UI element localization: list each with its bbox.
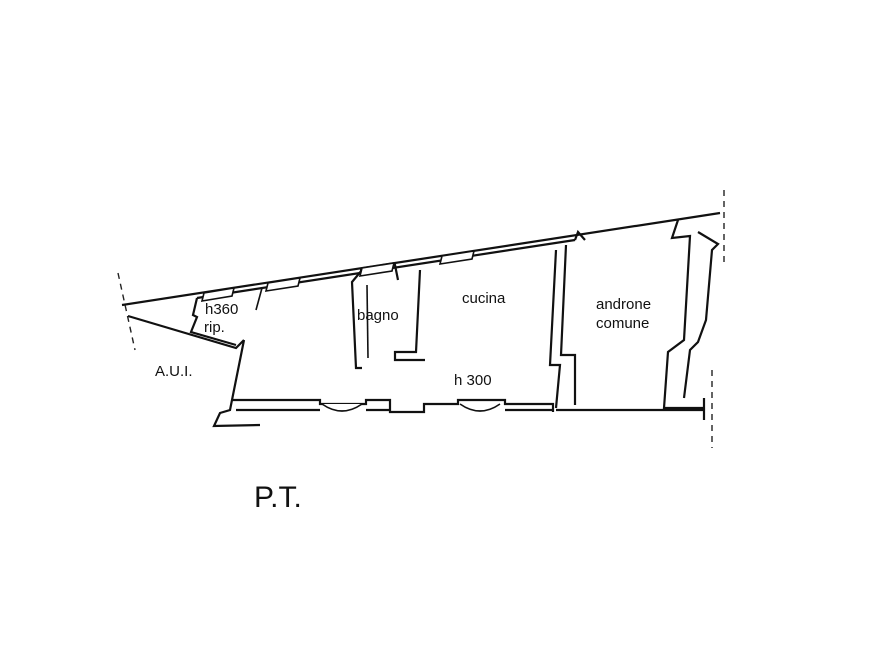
ripostiglio-label: rip. <box>204 319 225 336</box>
bottom-windows <box>321 403 501 412</box>
cucina-height-label: h 300 <box>454 372 492 389</box>
aui-label: A.U.I. <box>155 363 193 380</box>
aui-wall <box>127 314 245 350</box>
cucina-label: cucina <box>462 290 506 307</box>
androne-walls <box>556 219 720 420</box>
androne-label-line1: androne <box>596 296 651 313</box>
bagno-label: bagno <box>357 307 399 324</box>
ripostiglio-height-label: h360 <box>205 301 238 318</box>
property-boundary-dashed <box>117 190 725 448</box>
ripostiglio-walls <box>189 287 263 347</box>
androne-label-line2: comune <box>596 315 649 332</box>
main-apartment-walls <box>212 339 555 428</box>
top-windows <box>200 250 476 302</box>
partition-walls <box>548 229 586 409</box>
floor-label: P.T. <box>254 481 302 514</box>
